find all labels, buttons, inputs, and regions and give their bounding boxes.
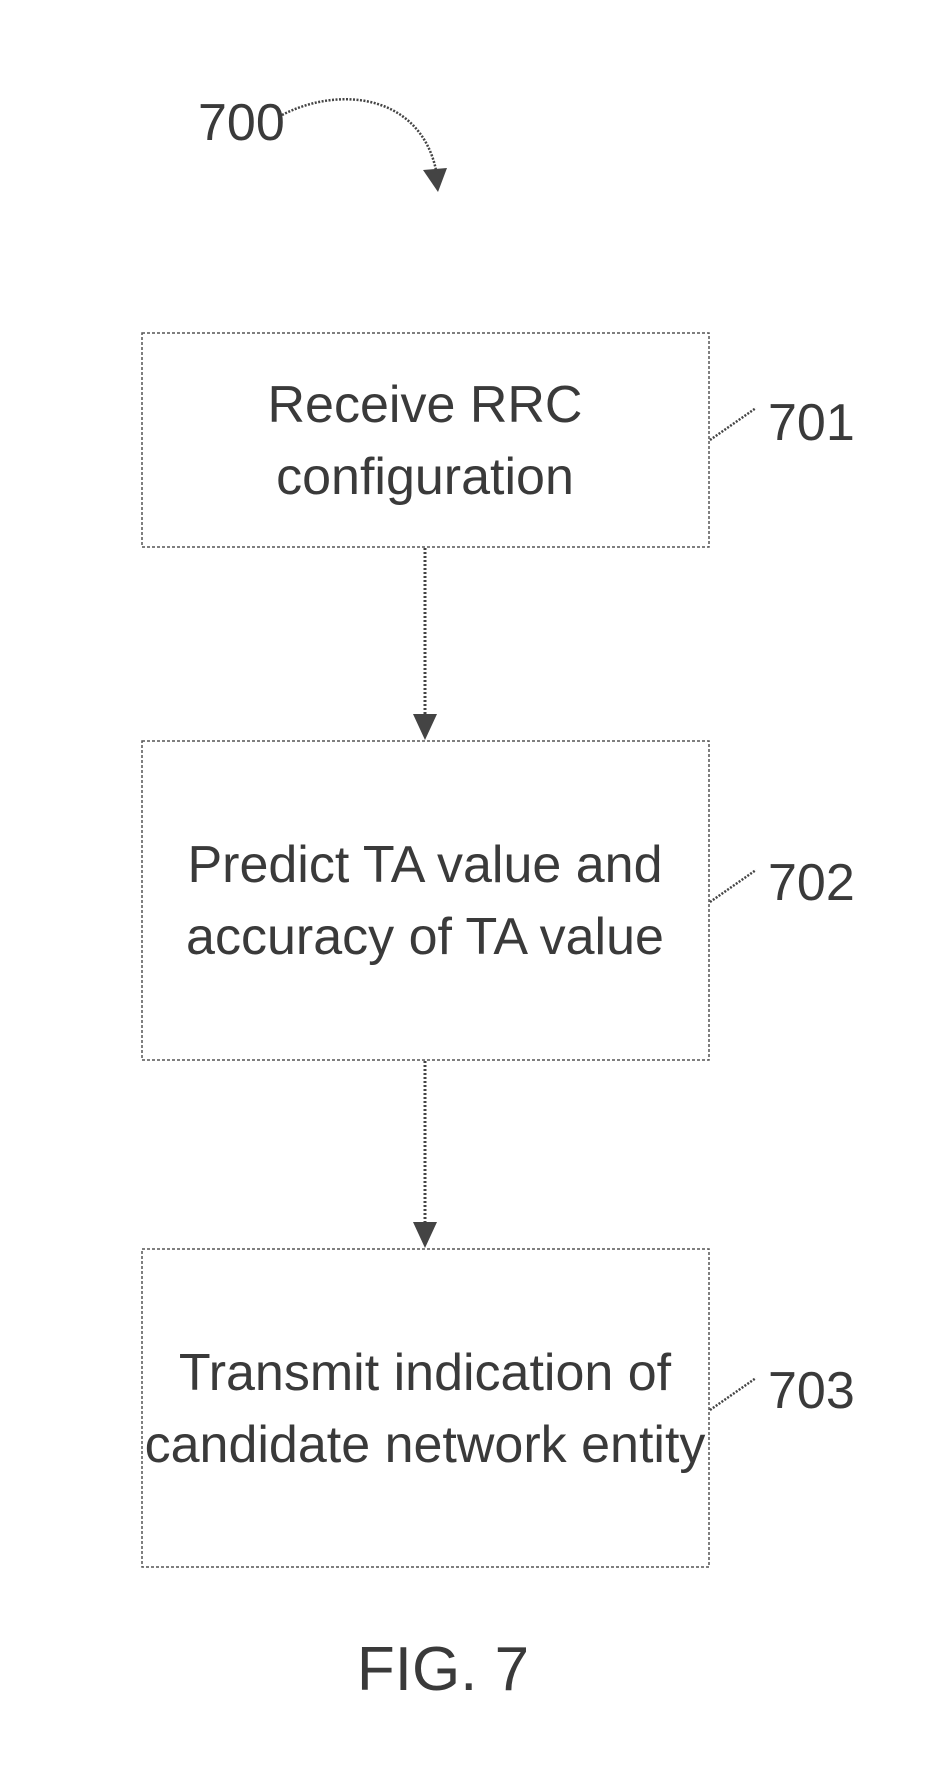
step-702-line-2: accuracy of TA value (186, 908, 664, 966)
step-703-line-1: Transmit indication of (179, 1344, 672, 1402)
step-701-leader-line (709, 406, 757, 442)
step-703-ref-number: 703 (768, 1362, 855, 1420)
arrowhead-701-702 (413, 714, 437, 740)
step-701-ref-number: 701 (768, 394, 855, 452)
figure-caption: FIG. 7 (357, 1635, 529, 1704)
step-box-701 (141, 332, 710, 548)
step-box-703 (141, 1248, 710, 1568)
step-box-702 (141, 740, 710, 1061)
figure-reference-arrowhead (423, 168, 447, 192)
arrowhead-702-703 (413, 1222, 437, 1248)
step-702-line-1: Predict TA value and (187, 836, 662, 894)
step-703-leader-line (709, 1376, 757, 1412)
figure-reference-curve (281, 98, 438, 171)
step-701-line-1: Receive RRC (268, 376, 583, 434)
step-703-line-2: candidate network entity (145, 1416, 706, 1474)
step-702-ref-number: 702 (768, 854, 855, 912)
step-702-leader-line (709, 868, 757, 904)
figure-reference-number: 700 (198, 94, 285, 152)
step-701-line-2: configuration (276, 448, 574, 506)
